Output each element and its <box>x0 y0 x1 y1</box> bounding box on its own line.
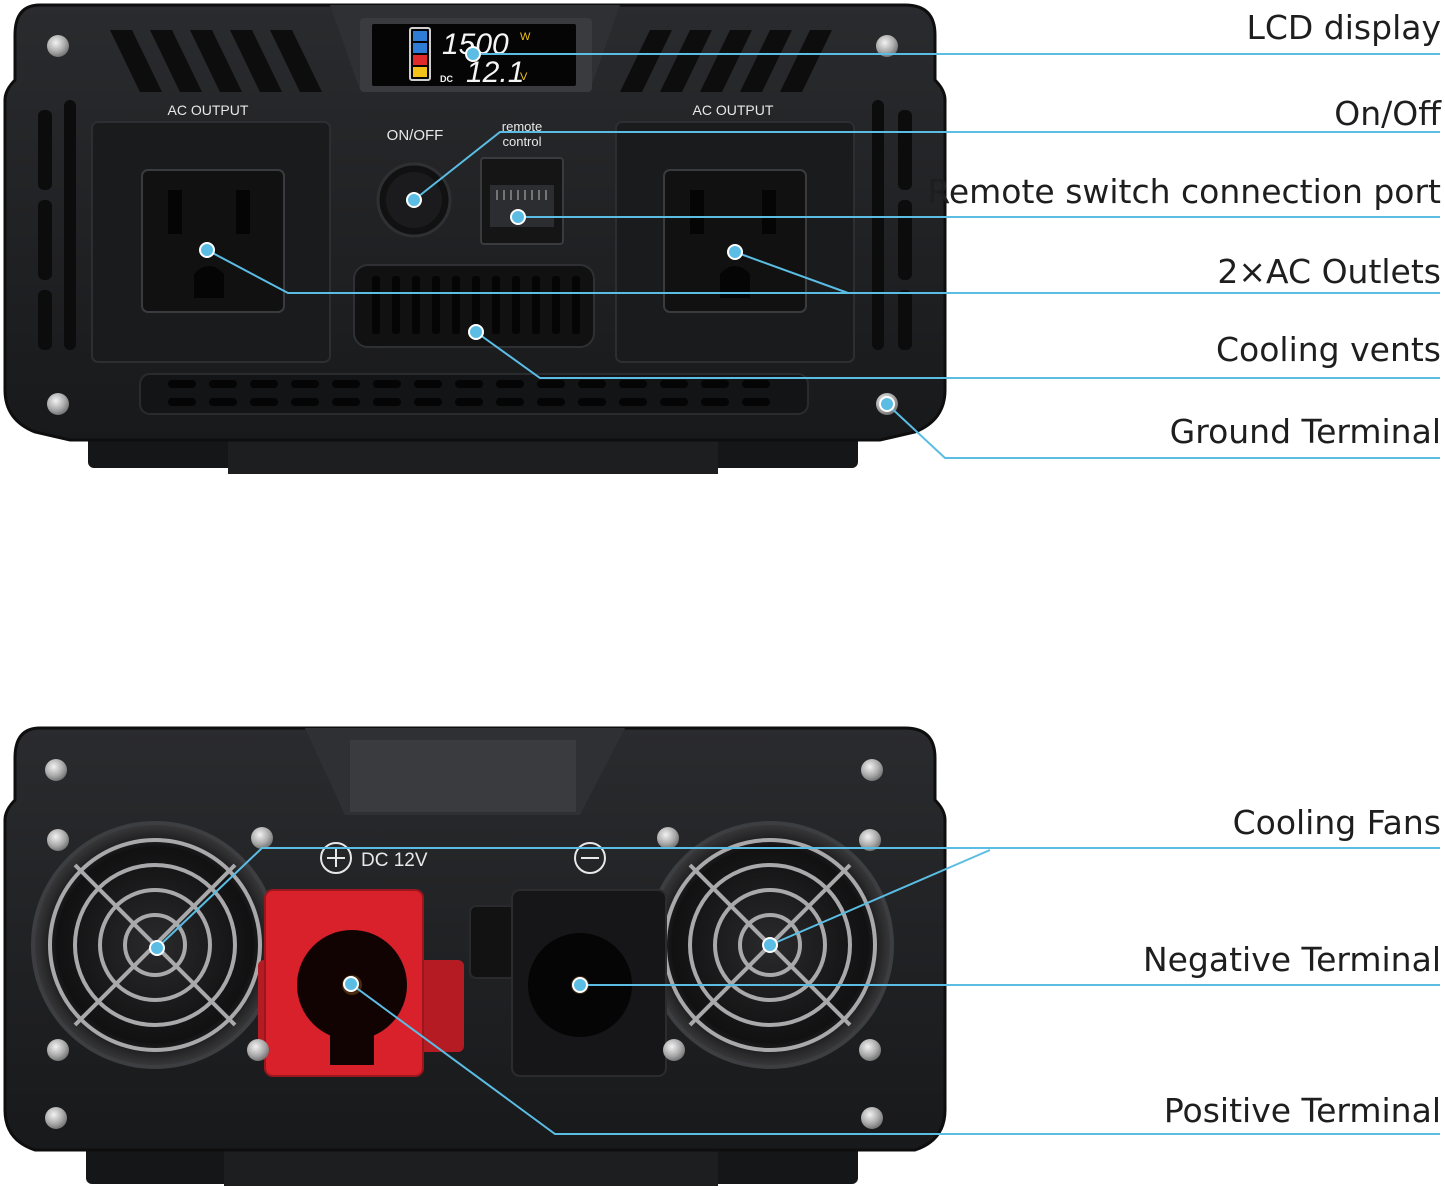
vent-slot <box>701 380 729 388</box>
vent-slot <box>373 398 401 406</box>
vent-slot <box>414 380 442 388</box>
leader-fan-left <box>156 847 1440 949</box>
vent-slot <box>414 398 442 406</box>
leader-fan-right <box>769 849 991 946</box>
callout-cooling-vents: Cooling vents <box>1216 330 1441 369</box>
vent-slot <box>291 380 319 388</box>
leader-ac-left <box>206 249 1440 294</box>
leader-vents <box>475 331 1440 379</box>
vent-slot <box>250 398 278 406</box>
vent-slot <box>455 398 483 406</box>
callout-ac-outlets: 2×AC Outlets <box>1217 252 1441 291</box>
ac-output-label-left: AC OUTPUT <box>168 102 249 118</box>
back-screws <box>45 759 883 1129</box>
vent-slot <box>168 398 196 406</box>
vent-slot <box>496 398 524 406</box>
vent-slot <box>250 380 278 388</box>
ac-outlet-left <box>91 121 331 363</box>
vent-slot <box>701 398 729 406</box>
leader-positive <box>350 983 1440 1135</box>
side-vents-left <box>38 100 76 350</box>
lcd-dc: DC <box>440 74 453 84</box>
callout-remote-port: Remote switch connection port <box>927 172 1441 211</box>
leader-ac-right <box>734 251 849 294</box>
vent-slot <box>537 398 565 406</box>
vent-slot <box>455 380 483 388</box>
ac-output-label-right: AC OUTPUT <box>693 102 774 118</box>
callout-lcd-display: LCD display <box>1246 8 1441 47</box>
ac-outlet-right <box>615 121 855 363</box>
vent-slot <box>660 398 688 406</box>
remote-label-line1: remote <box>502 119 542 134</box>
vent-slot <box>209 380 237 388</box>
callout-cooling-fans: Cooling Fans <box>1232 803 1441 842</box>
lcd-watts-unit: W <box>520 31 531 43</box>
vent-slot <box>619 380 647 388</box>
callout-positive-terminal: Positive Terminal <box>1163 1091 1441 1130</box>
vent-slot <box>332 398 360 406</box>
vent-slot <box>578 380 606 388</box>
vent-slot <box>742 398 770 406</box>
back-view: DC 12V <box>3 726 947 1186</box>
vent-slot <box>578 398 606 406</box>
vent-slot <box>291 398 319 406</box>
center-vent <box>353 264 595 348</box>
vent-slot <box>619 398 647 406</box>
leader-ground <box>886 403 1440 459</box>
callout-negative-terminal: Negative Terminal <box>1142 940 1441 979</box>
bottom-vent-strip <box>139 373 809 415</box>
dc-voltage-label: DC 12V <box>361 850 428 871</box>
vent-slot <box>537 380 565 388</box>
top-vents-right <box>620 30 832 92</box>
vent-slot <box>742 380 770 388</box>
vent-slot <box>168 380 196 388</box>
vent-slot <box>209 398 237 406</box>
side-vents-right <box>872 100 912 350</box>
vent-slot <box>496 380 524 388</box>
vent-slot <box>373 380 401 388</box>
vent-slot <box>660 380 688 388</box>
callout-on-off: On/Off <box>1334 94 1441 133</box>
plus-symbol <box>320 842 352 874</box>
front-view: 1500 W 12.1 V DC AC OUTPUT AC OUTPUT ON/… <box>3 3 947 474</box>
remote-label-line2: control <box>502 134 541 149</box>
lcd-volts-unit: V <box>520 71 528 83</box>
vent-slot <box>332 380 360 388</box>
on-off-label: ON/OFF <box>387 127 444 144</box>
battery-icon <box>409 27 431 81</box>
leader-on-off <box>413 131 1440 201</box>
top-vents-left <box>110 30 322 92</box>
callout-ground-terminal: Ground Terminal <box>1169 412 1441 451</box>
leader-lines <box>156 53 1440 1135</box>
minus-symbol <box>574 842 606 874</box>
leader-dots <box>149 46 895 993</box>
